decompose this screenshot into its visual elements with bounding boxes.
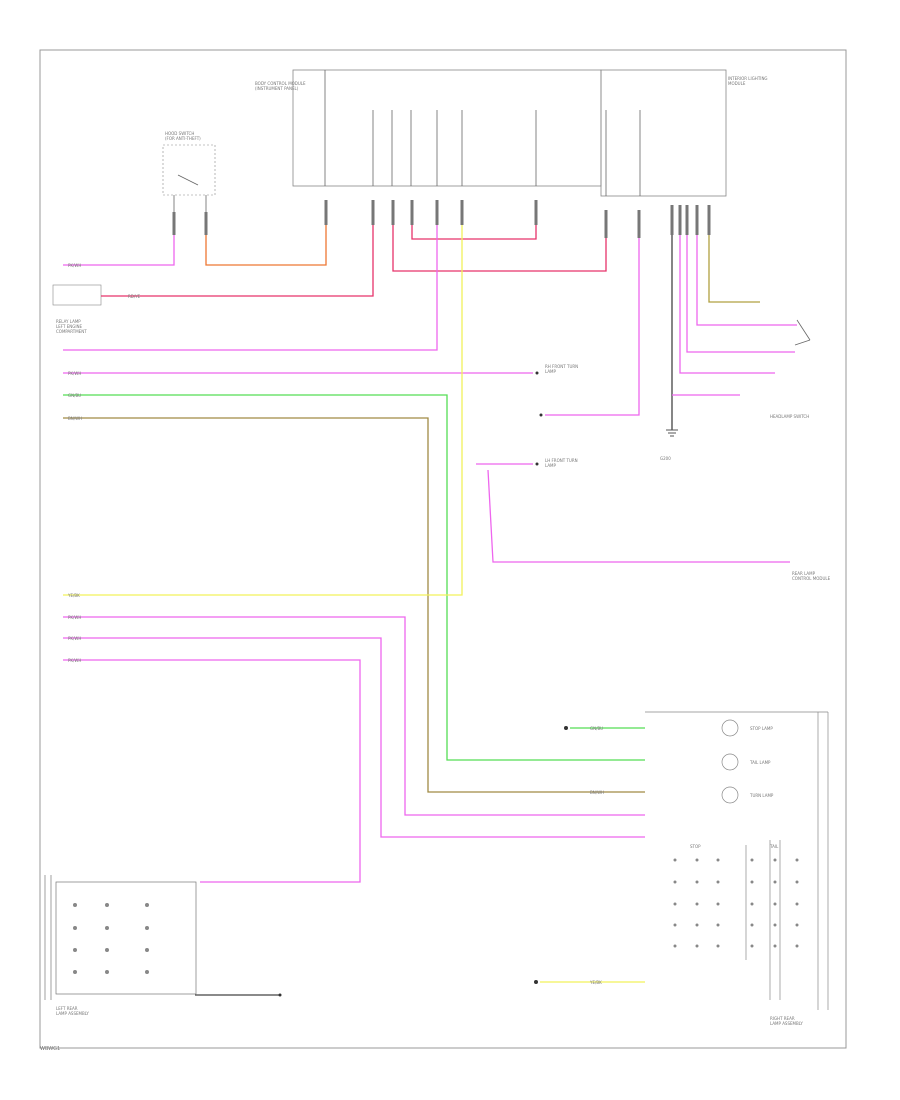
connector-dots xyxy=(278,371,568,997)
lamps xyxy=(721,719,739,804)
wire-label-5: YE/BK xyxy=(67,593,80,598)
wire-label-2: PK/WH xyxy=(68,371,81,376)
wire-pink-6 xyxy=(63,659,361,883)
page-frame xyxy=(39,49,847,1049)
wire-pink-9 xyxy=(487,469,790,563)
wire-orange xyxy=(205,225,327,266)
footer-code: WBWG1 xyxy=(40,1046,61,1052)
hood-switch-box xyxy=(162,144,216,196)
wire-pink-5 xyxy=(63,637,645,838)
wire-red xyxy=(101,225,374,297)
wire-red-short xyxy=(411,225,537,240)
wire-green xyxy=(63,394,645,761)
wire-label-6: PK/WH xyxy=(68,615,81,620)
wire-label-1: PK/WH xyxy=(68,263,81,268)
wire-label-tan2: BN/WH xyxy=(590,790,604,795)
wires xyxy=(63,225,797,996)
label-ground-a: G200 xyxy=(660,456,671,461)
wire-pink-4 xyxy=(63,616,645,816)
interior-module xyxy=(44,875,197,1000)
wire-label-8: PK/WH xyxy=(68,658,81,663)
wire-pink-r1 xyxy=(696,235,797,326)
wire-label-4: BN/WH xyxy=(68,416,82,421)
bcm-box xyxy=(292,69,602,187)
wire-pink-r3 xyxy=(679,235,775,374)
wire-pink-r2 xyxy=(686,235,795,353)
wire-label-7: PK/WH xyxy=(68,636,81,641)
wire-yellow xyxy=(63,225,463,596)
bcm-box-right xyxy=(600,69,727,197)
module-grid xyxy=(73,903,149,974)
label-bcm: BODY CONTROL MODULE(INSTRUMENT PANEL) xyxy=(255,81,306,91)
right-grid xyxy=(673,858,799,948)
label-hood-switch: HOOD SWITCH(FOR ANTI-THEFT) xyxy=(165,131,201,141)
wire-label-red: RD/YE xyxy=(128,294,141,299)
wire-pink-1 xyxy=(63,235,175,266)
wire-label-3: GN/BU xyxy=(68,393,81,398)
label-turn-lamp: TURN LAMP xyxy=(749,793,774,798)
connector-marks xyxy=(172,200,711,238)
hood-switch xyxy=(173,174,207,212)
label-headlamp-switch: HEADLAMP SWITCH xyxy=(770,414,809,419)
engine-comp-box xyxy=(52,284,102,306)
ground-symbol xyxy=(666,429,678,437)
label-stop-lamp: STOP LAMP xyxy=(750,726,773,731)
wire-tan xyxy=(63,417,645,793)
wire-label-yellow2: YE/BK xyxy=(589,980,602,985)
wire-red-loop xyxy=(392,225,607,272)
rear-lamp-frame xyxy=(645,711,829,1010)
wire-pink-7 xyxy=(545,238,640,416)
bcm-pins xyxy=(324,70,641,196)
wire-label-green2: GN/BU xyxy=(590,726,603,731)
label-stop-hdr: STOP xyxy=(690,844,701,849)
headlamp-switch xyxy=(794,319,811,346)
wire-pink-2 xyxy=(63,225,438,351)
label-tail-hdr: TAIL xyxy=(769,844,779,849)
wire-olive xyxy=(708,235,760,303)
label-tail-lamp: TAIL LAMP xyxy=(749,760,771,765)
